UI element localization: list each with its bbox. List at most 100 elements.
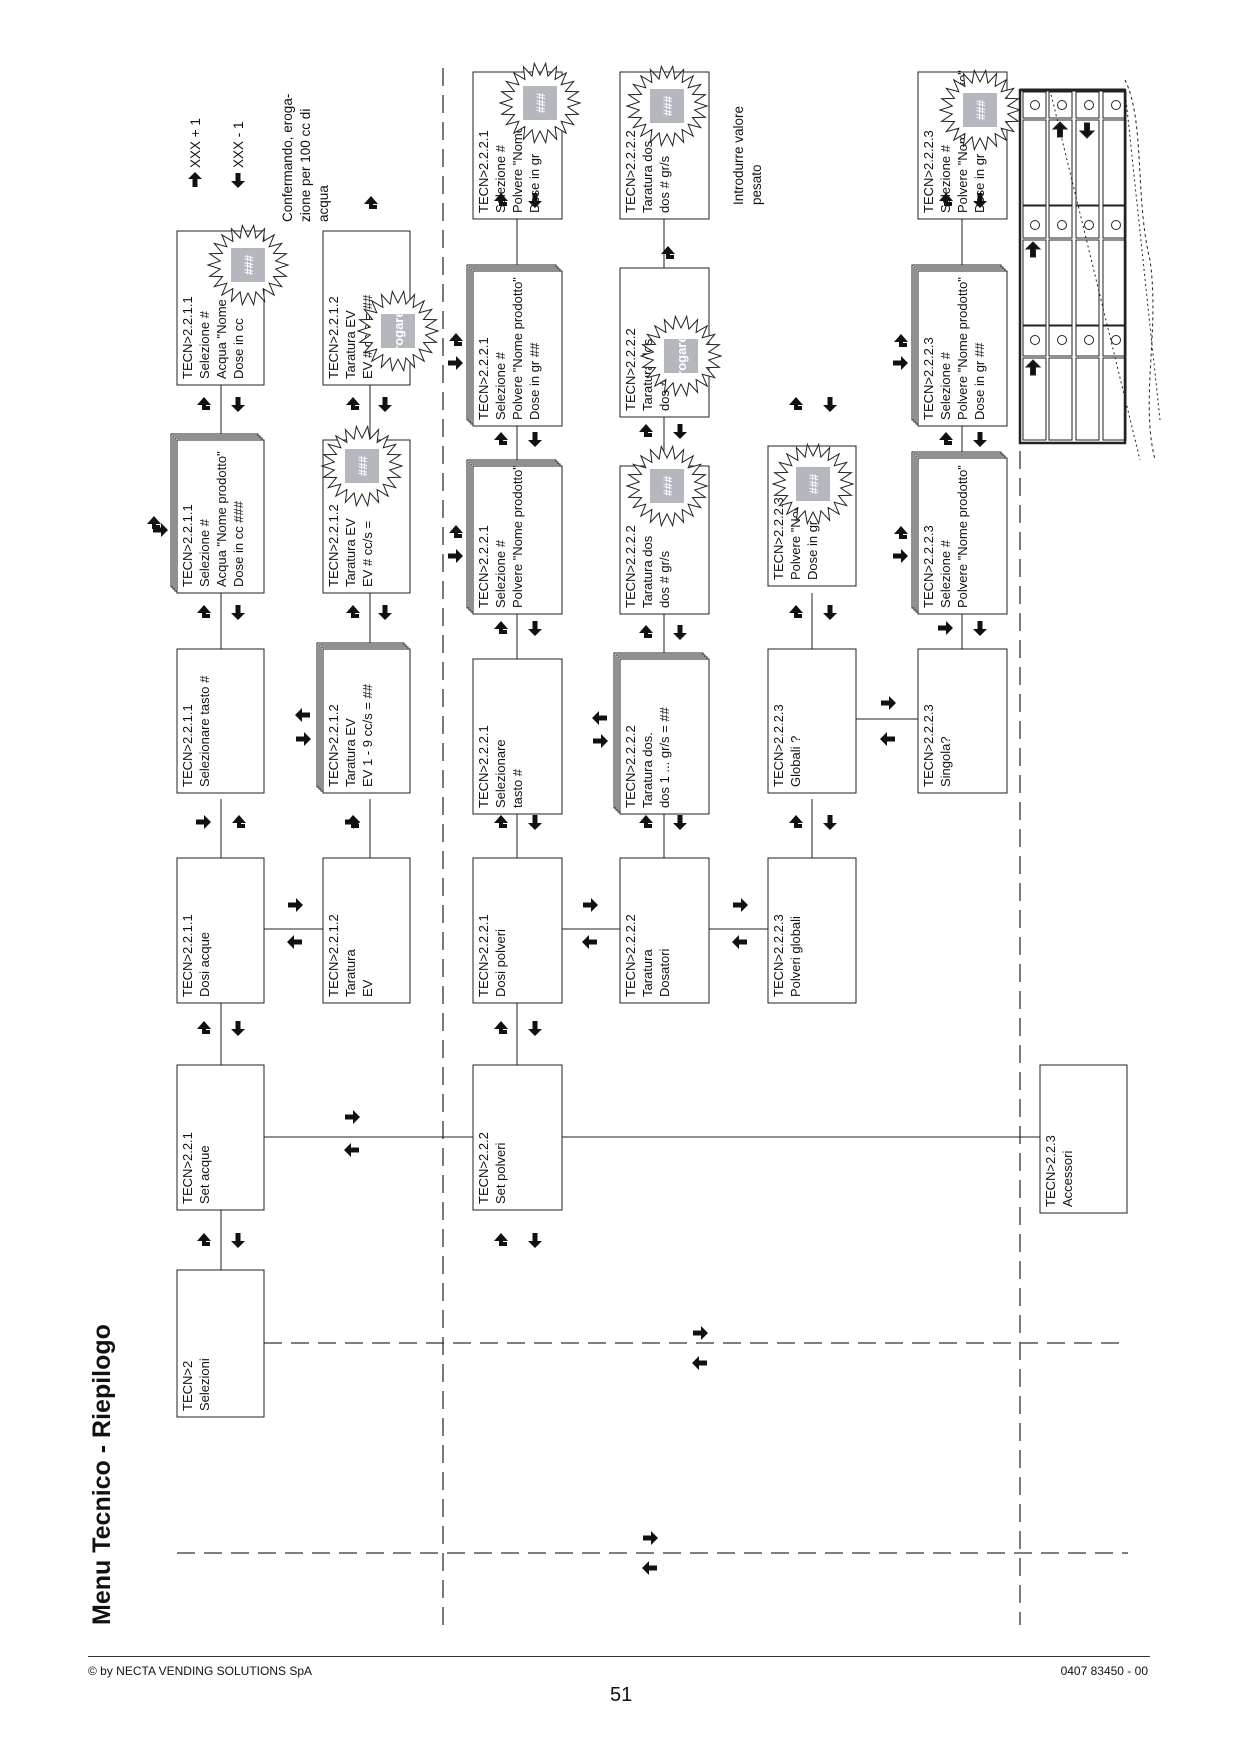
menu-box-line: Selezione #: [493, 144, 508, 213]
erogare-prompt-marker: Erogare?: [640, 315, 722, 397]
return-arrow-icon: [789, 605, 803, 618]
arrow-icon: [881, 696, 896, 710]
menu-box-line: TECN>2.2.2.3: [921, 337, 936, 420]
blinking-value: ###: [534, 93, 548, 113]
menu-box-line: Dosatori: [657, 948, 672, 997]
return-arrow-icon: [789, 397, 803, 410]
menu-box-line: Selezione #: [493, 539, 508, 608]
arrow-icon: [880, 732, 895, 746]
menu-box-line: TECN>2.2.2.2: [623, 525, 638, 608]
menu-box-line: Polvere "Nome prodotto": [510, 465, 525, 608]
arrow-icon: [732, 935, 747, 949]
return-arrow-icon: [232, 815, 246, 828]
menu-box-line: Dosi polveri: [493, 929, 508, 997]
menu-box-line: TECN>2.2.2.3: [921, 130, 936, 213]
menu-box-line: Acqua "Nome: [214, 299, 229, 379]
arrow-icon: [345, 1110, 360, 1124]
erogare-prompt-marker: Erogare?: [357, 290, 439, 372]
return-arrow-icon: [789, 815, 803, 828]
menu-box-line: Set acque: [197, 1145, 212, 1204]
arrow-icon: [592, 711, 607, 725]
menu-box-line: Dose in gr: [527, 153, 542, 213]
arrow-icon: [231, 397, 245, 412]
menu-box-line: TECN>2.2.2.2: [623, 130, 638, 213]
arrow-icon: [196, 815, 211, 829]
blinking-value: ###: [974, 100, 988, 120]
return-arrow-icon: [147, 516, 161, 529]
return-arrow-icon: [346, 815, 360, 828]
menu-box-line: Dose in gr: [805, 520, 820, 580]
menu-box-line: TECN>2.2.2.3: [921, 704, 936, 787]
blinking-markers: ######Erogare?#########Erogare?######: [207, 62, 1021, 527]
menu-box-line: TECN>2.2.2: [476, 1132, 491, 1204]
section-dividers: [177, 68, 1128, 1625]
menu-box-line: Dose in cc: [231, 318, 246, 379]
return-arrow-icon: [494, 432, 508, 445]
return-arrow-icon: [449, 333, 463, 346]
menu-box-line: Dose in gr ##: [972, 342, 987, 420]
menu-box-line: Taratura EV: [343, 718, 358, 787]
return-arrow-icon: [346, 397, 360, 410]
menu-box-line: EV: [360, 979, 375, 997]
menu-box-line: Accessori: [1060, 1151, 1075, 1207]
blinking-value-marker: ###: [499, 62, 581, 144]
return-arrow-icon: [661, 246, 675, 259]
arrow-icon: [231, 605, 245, 620]
menu-box-line: tasto #: [510, 768, 525, 808]
return-arrow-icon: [639, 625, 653, 638]
return-arrow-icon: [346, 605, 360, 618]
return-arrow-icon: [494, 1021, 508, 1034]
arrow-icon: [938, 621, 953, 635]
return-arrow-icon: [939, 432, 953, 445]
arrow-icon: [296, 732, 311, 746]
arrow-icon: [733, 898, 748, 912]
keypad-illustration: [1018, 79, 1161, 461]
arrow-icon: [673, 424, 687, 439]
arrow-icon: [528, 815, 542, 830]
return-arrow-icon: [197, 397, 211, 410]
arrow-icon: [973, 621, 987, 636]
arrow-icon: [231, 1233, 245, 1248]
menu-box-line: EV 1 - 9 cc/s = ##: [360, 683, 375, 787]
menu-box-line: Selezione #: [197, 310, 212, 379]
blinking-value: ###: [356, 456, 370, 476]
menu-box-line: Taratura EV: [343, 518, 358, 587]
arrow-icon: [528, 621, 542, 636]
menu-box-line: TECN>2.2.1.2: [326, 504, 341, 587]
erogare-label: Erogare?: [391, 302, 406, 359]
menu-box-line: dos 1 ... gr/s = ##: [657, 706, 672, 808]
menu-box-line: Selezione #: [938, 539, 953, 608]
arrow-icon: [673, 625, 687, 640]
return-arrow-icon: [494, 621, 508, 634]
blinking-value: ###: [661, 96, 675, 116]
footer-copyright: © by NECTA VENDING SOLUTIONS SpA: [88, 1664, 313, 1678]
menu-box-line: Selezionare: [493, 739, 508, 808]
menu-box-line: TECN>2.2.2.3: [771, 497, 786, 580]
menu-box-line: TECN>2: [180, 1361, 195, 1411]
menu-box-line: TECN>2.2.3: [1043, 1135, 1058, 1207]
arrow-icon: [582, 935, 597, 949]
return-arrow-icon: [449, 525, 463, 538]
menu-box-line: Dose in cc ###: [231, 500, 246, 587]
return-arrow-icon: [639, 424, 653, 437]
menu-box-line: TECN>2.2.1.2: [326, 296, 341, 379]
blinking-value-marker: ###: [939, 69, 1021, 151]
menu-box-line: TECN>2.2.2.2: [623, 725, 638, 808]
menu-box-line: dos # gr/s: [657, 155, 672, 213]
menu-box-line: Taratura EV: [343, 310, 358, 379]
arrow-icon: [823, 397, 837, 412]
arrow-icon: [643, 1531, 658, 1545]
menu-box-line: TECN>2.2.2.3: [771, 914, 786, 997]
arrow-icon: [692, 1356, 707, 1370]
